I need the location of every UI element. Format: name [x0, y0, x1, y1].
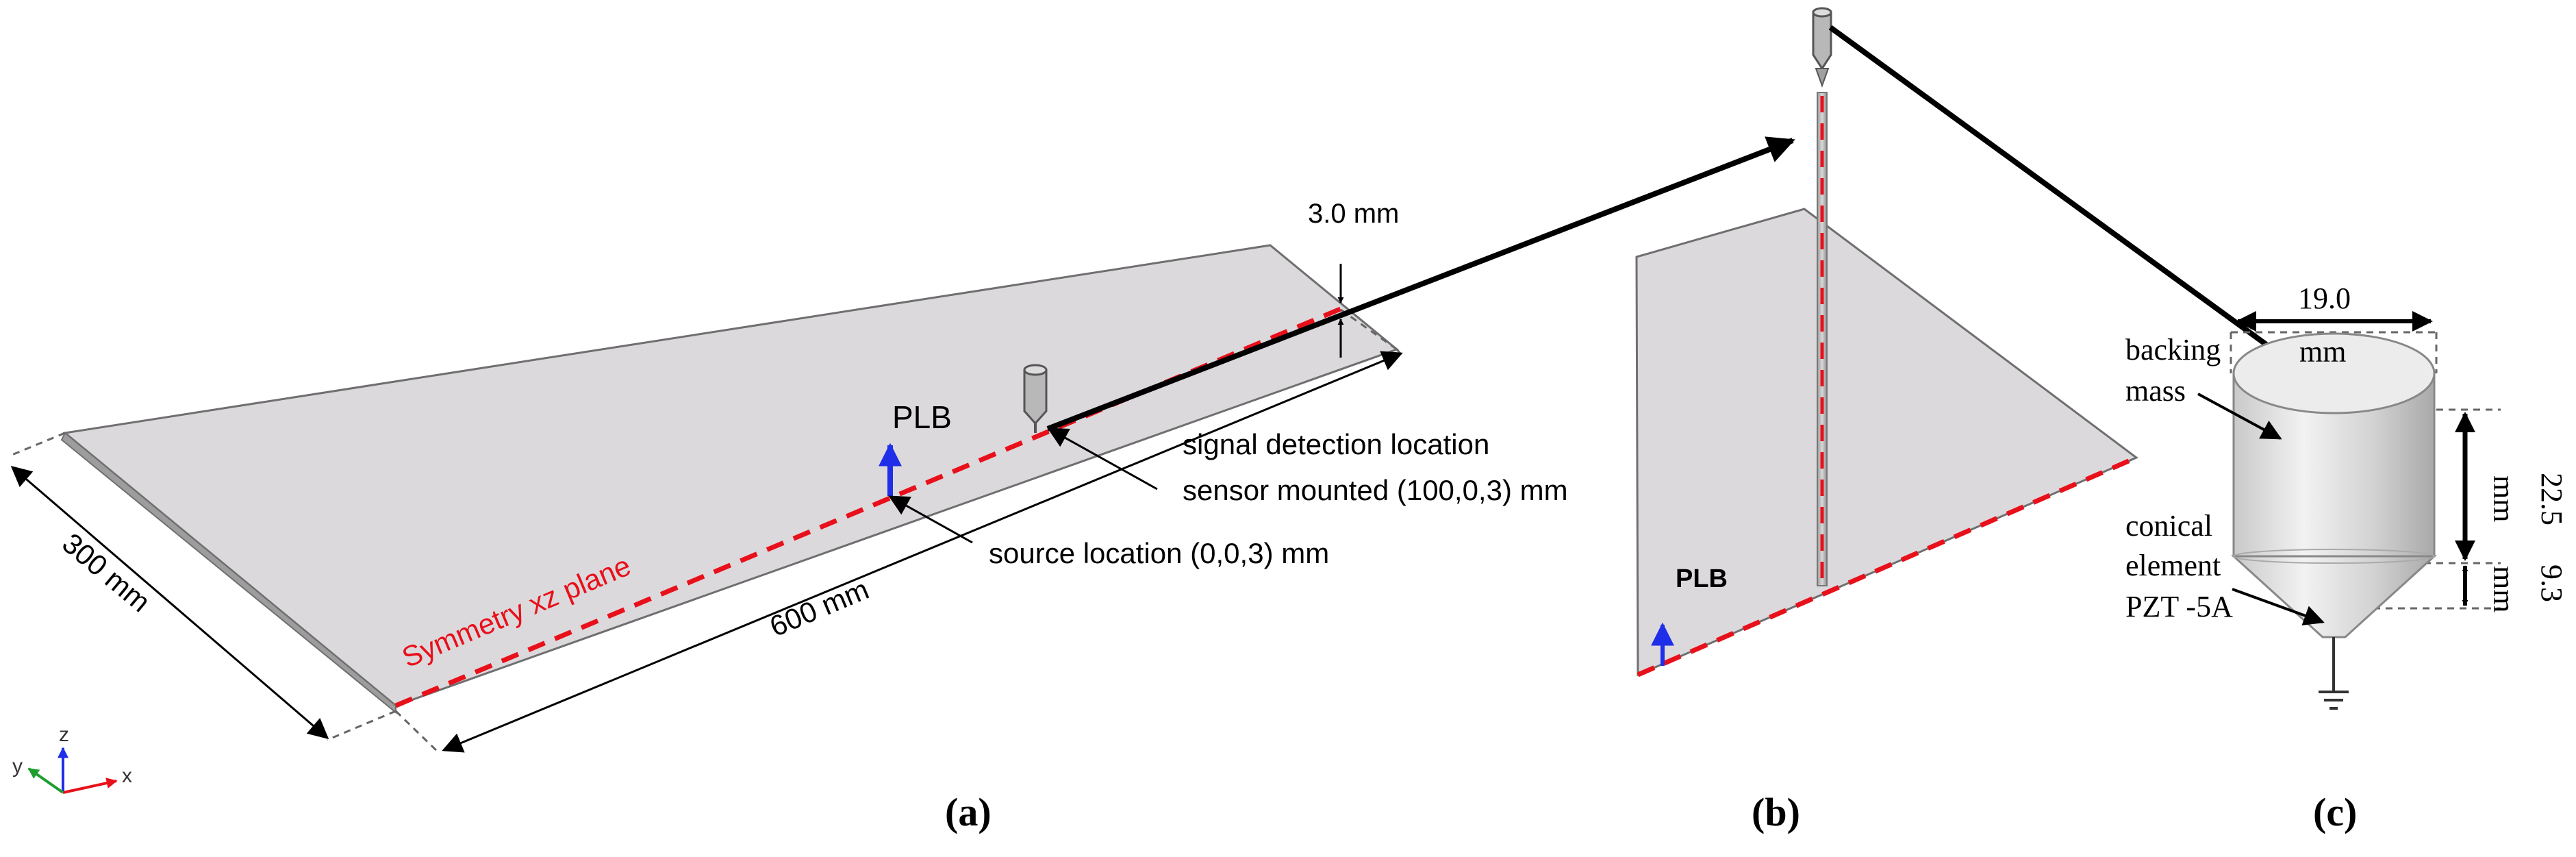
plb-label-a: PLB [892, 399, 952, 435]
signal-detection-label: signal detection location [1183, 428, 1489, 460]
panel-b: PLB (b) [1635, 7, 2327, 834]
extension-line [394, 710, 440, 754]
caption-c: (c) [2313, 790, 2357, 834]
caption-b: (b) [1752, 790, 1800, 834]
symmetry-edge-b [1637, 455, 2138, 678]
axes-triad: z y x [12, 723, 132, 794]
plb-label-b: PLB [1676, 564, 1728, 593]
conical-leader-arrow [2232, 588, 2325, 625]
sensor-icon [1023, 364, 1048, 433]
extension-line [10, 432, 66, 457]
height2-unit-label: mm [2487, 566, 2521, 612]
backing-mass-label-1: backing [2125, 333, 2221, 367]
y-axis-icon [27, 767, 64, 794]
caption-a: (a) [945, 790, 992, 834]
width-label: 300 mm [56, 527, 156, 619]
conical-element-label-2: element [2125, 549, 2221, 582]
zoom-arrow-to-b [1046, 136, 1795, 432]
conical-element-label-1: conical [2125, 509, 2212, 543]
plate-b [1635, 208, 2138, 677]
z-axis-label: z [59, 723, 69, 746]
height2-label: 9.3 [2535, 564, 2568, 602]
height1-label: 22.5 [2535, 473, 2568, 525]
backing-leader-arrow [2197, 393, 2282, 440]
length-dimension-line [442, 351, 1403, 753]
x-axis-icon [62, 778, 118, 794]
transducer-body [2231, 332, 2437, 692]
width-dimension-line [10, 466, 329, 739]
extension-line [327, 710, 396, 741]
ground-icon [2319, 691, 2349, 710]
panel-c: 19.0 mm backing mass conical element PZT… [2125, 282, 2568, 834]
signal-leader-arrow [1047, 427, 1158, 490]
waveguide-rod [1817, 92, 1828, 586]
backing-mass-label-2: mass [2125, 374, 2186, 408]
sensor-top-icon [1812, 7, 1832, 88]
diameter-unit-label: mm [2299, 335, 2346, 369]
length-label: 600 mm [765, 573, 873, 643]
y-axis-label: y [12, 755, 23, 778]
height1-unit-label: mm [2487, 475, 2521, 522]
source-leader-arrow [888, 495, 973, 544]
diameter-label: 19.0 [2298, 282, 2351, 315]
panel-a: 3.0 mm PLB signal detection location sen… [10, 136, 1795, 834]
thickness-label: 3.0 mm [1308, 199, 1399, 229]
conical-element-label-3: PZT -5A [2125, 590, 2233, 623]
x-axis-label: x [122, 765, 132, 787]
source-location-label: source location (0,0,3) mm [989, 537, 1329, 569]
sensor-mounted-label: sensor mounted (100,0,3) mm [1183, 474, 1568, 506]
